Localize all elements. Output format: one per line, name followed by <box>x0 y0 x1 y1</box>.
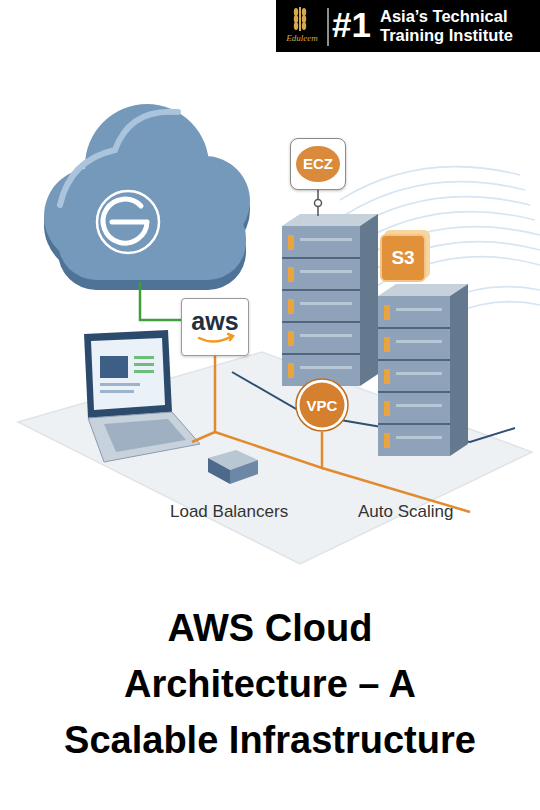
server-rack <box>384 401 390 416</box>
laptop-icon <box>100 390 134 393</box>
laptop-icon <box>134 363 154 366</box>
network-circle: VPC <box>295 378 349 432</box>
server-rack <box>396 436 442 439</box>
node-text: Eduleem <box>280 33 324 43</box>
server-rack <box>288 267 294 282</box>
server-rack <box>288 331 294 346</box>
server-rack <box>396 372 442 375</box>
switch-device <box>208 458 230 484</box>
laptop-icon <box>84 330 172 418</box>
server-rack <box>300 334 352 337</box>
cloud-shape <box>60 112 178 205</box>
circle-fill <box>300 383 345 428</box>
node-text: S3 <box>391 247 414 269</box>
server-rack <box>282 226 360 386</box>
server-rack <box>378 359 450 361</box>
laptop-icon <box>134 370 154 373</box>
laptop-icon <box>91 338 165 410</box>
server-rack <box>378 423 450 425</box>
server-rack <box>378 327 450 329</box>
server-rack <box>300 366 352 369</box>
network-outline <box>232 372 515 442</box>
node-text: aws <box>191 307 238 335</box>
server-rack <box>282 258 360 354</box>
server-rack <box>360 214 378 386</box>
server-rack <box>396 308 442 311</box>
orange-link <box>192 432 215 442</box>
cloud-shape <box>44 104 250 290</box>
server-rack <box>450 284 468 456</box>
switch-device <box>230 460 258 484</box>
server-rack <box>396 308 442 439</box>
storage-box: S3 <box>380 234 426 282</box>
diagram-title: AWS Cloud Architecture – A Scalable Infr… <box>55 600 485 768</box>
cloud-shape <box>97 191 159 253</box>
server-rack <box>282 289 360 291</box>
server-rack <box>300 302 352 305</box>
laptop-icon <box>134 356 154 359</box>
brand-banner: Eduleem #1Asia’s Technical Training Insti… <box>276 0 540 52</box>
service-box: ECZ <box>290 138 346 190</box>
provider-box: aws <box>181 298 249 356</box>
server-rack <box>378 391 450 393</box>
server-rack <box>288 299 294 314</box>
cloud-shape <box>112 220 146 225</box>
server-rack <box>288 235 294 250</box>
laptop-icon <box>100 356 128 378</box>
node-text: ECZ <box>296 146 340 182</box>
server-rack <box>378 284 468 456</box>
server-rack <box>384 369 390 384</box>
cloud-shape <box>44 104 250 280</box>
cloud-shape <box>103 199 147 243</box>
circle-rim <box>296 379 348 431</box>
server-rack <box>282 353 360 355</box>
server-rack <box>300 238 352 369</box>
laptop-icon <box>100 383 140 386</box>
callout-stem <box>315 190 322 216</box>
green-link <box>140 282 182 320</box>
component-label: Auto Scaling <box>358 502 453 522</box>
server-rack <box>384 305 390 448</box>
server-rack <box>378 296 450 456</box>
server-rack <box>300 238 352 241</box>
green-link <box>140 282 182 320</box>
server-rack <box>282 321 360 323</box>
server-rack <box>378 328 450 424</box>
laptop-icon <box>104 419 186 452</box>
server-rack <box>282 214 378 386</box>
server-rack <box>384 337 390 352</box>
laptop-icon <box>88 412 200 462</box>
node-text: Asia’s Technical Training Institute <box>380 7 538 45</box>
server-rack <box>384 305 390 320</box>
server-rack <box>396 404 442 407</box>
component-label: Load Balancers <box>170 502 288 522</box>
server-rack <box>288 235 294 378</box>
switch-device <box>208 450 258 484</box>
network-outline <box>232 372 515 442</box>
server-rack <box>396 340 442 343</box>
server-rack <box>300 270 352 273</box>
server-rack <box>384 433 390 448</box>
server-rack <box>282 257 360 259</box>
callout-stem <box>315 200 322 207</box>
node-text: #1 <box>332 5 371 45</box>
node-text: VPC <box>307 397 338 414</box>
server-rack <box>288 363 294 378</box>
